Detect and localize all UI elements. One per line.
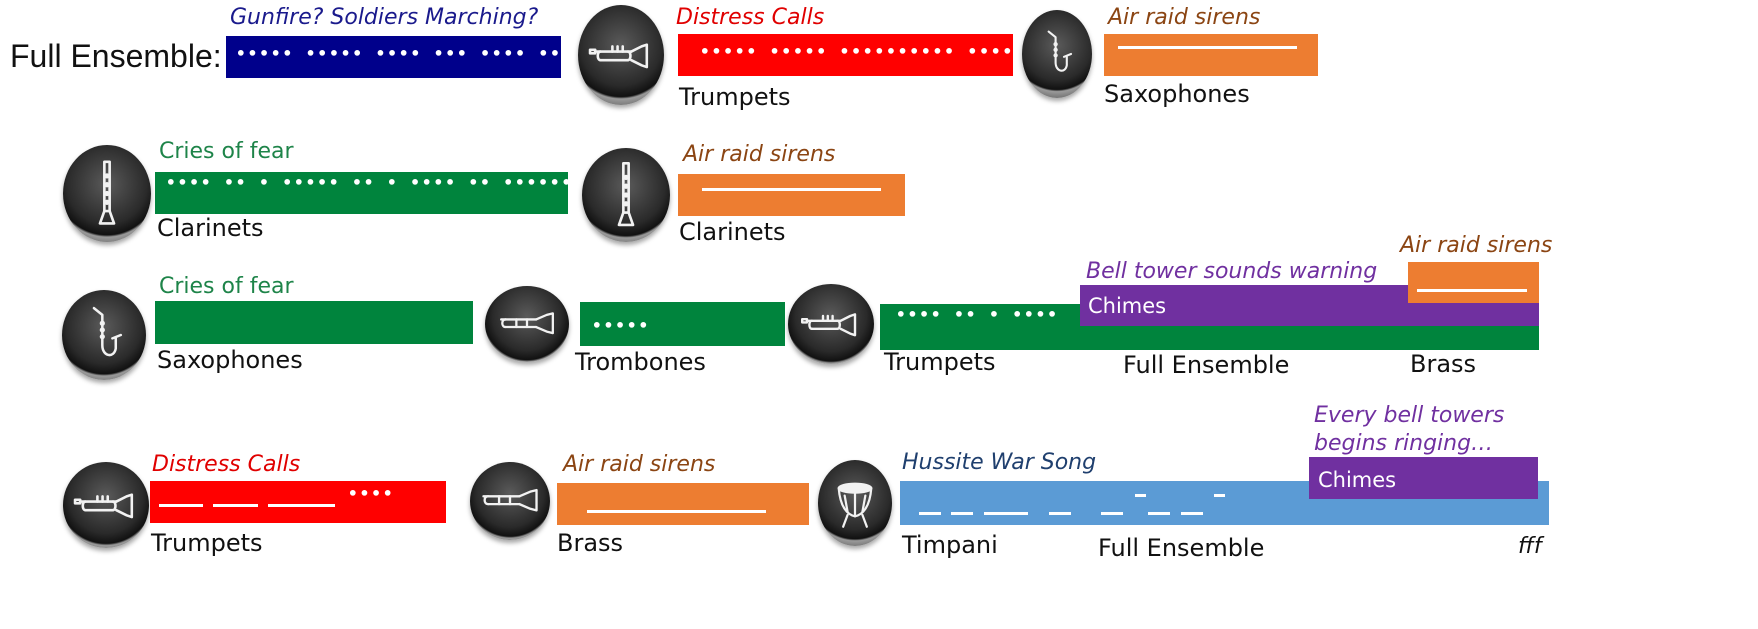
label-brass: Brass [1410,350,1477,378]
timpani-icon [818,460,892,546]
label-full-ensemble: Full Ensemble [1098,534,1265,562]
dash-hussite-1 [919,512,941,515]
note-cries-of-fear: Cries of fear [159,274,294,299]
note-distress-calls: Distress Calls [676,5,825,30]
dash-hussite-3 [984,512,1028,515]
bar-air-raid-sirens [557,483,809,525]
dots-cries-of-fear: •••• •• • ••••• •• • •••• •• •••••••• [166,173,597,192]
bar-air-raid-sirens [1408,262,1539,303]
bar-trombones [580,302,785,346]
dash-distress-2 [213,504,258,507]
dots-distress-calls: •••• [348,484,395,503]
dash-distress-1 [159,504,203,507]
note-bell-tower: Bell tower sounds warning [1086,259,1378,284]
note-gunfire: Gunfire? Soldiers Marching? [230,5,539,30]
dash-hussite-7 [1181,512,1203,515]
dash-distress-3 [268,504,335,507]
line-air-raid-sirens [1417,289,1527,292]
label-trombones: Trombones [575,348,706,376]
label-saxophones: Saxophones [157,346,303,374]
label-timpani: Timpani [902,531,998,559]
note-hussite-war-song: Hussite War Song [902,450,1097,475]
label-clarinets: Clarinets [679,218,786,246]
bar-distress-calls [678,34,1013,76]
bar-gunfire [226,36,561,78]
label-chimes: Chimes [1088,294,1167,318]
note-air-raid-sirens: Air raid sirens [683,142,836,167]
bar-cries-of-fear [155,172,568,214]
label-full-ensemble: Full Ensemble [1123,351,1290,379]
line-air-raid-sirens [587,510,766,513]
dots-distress-calls: ••••• ••••• •••••••••• •••••• [700,42,1038,61]
label-trumpets: Trumpets [151,529,263,557]
page-title: Full Ensemble: [10,38,222,74]
label-brass: Brass [557,529,624,557]
note-air-raid-sirens: Air raid sirens [1400,233,1553,258]
trombone-icon [470,462,550,540]
dynamic-marking: fff [1518,534,1542,559]
bar-air-raid-sirens [678,174,905,216]
dash-hussite-5 [1101,512,1123,515]
dots-trombones: ••••• [592,316,651,335]
label-chimes: Chimes [1318,468,1397,492]
dash-hussite-6 [1148,512,1170,515]
trumpet-icon [788,284,874,364]
bar-cries-of-fear [155,301,473,344]
bar-air-raid-sirens [1104,34,1318,76]
clarinet-icon [63,145,151,242]
label-trumpets: Trumpets [679,83,791,111]
saxophone-icon [62,290,146,380]
bar-chimes [1309,457,1538,499]
saxophone-icon [1022,10,1092,98]
note-cries-of-fear: Cries of fear [159,139,294,164]
label-clarinets: Clarinets [157,214,264,242]
trumpet-icon [63,462,149,548]
note-distress-calls: Distress Calls [152,452,301,477]
note-air-raid-sirens: Air raid sirens [1108,5,1261,30]
bar-distress-calls [150,481,446,523]
dots-trumpets: •••• •• • •••• [896,305,1059,324]
label-saxophones: Saxophones [1104,80,1250,108]
note-air-raid-sirens: Air raid sirens [563,452,716,477]
dots-gunfire: ••••• ••••• •••• ••• •••• ••• [236,44,574,63]
trumpet-icon [578,5,664,105]
trombone-icon [485,286,569,362]
dash-hussite-high-1 [1135,494,1146,497]
label-trumpets: Trumpets [884,348,996,376]
dash-hussite-4 [1049,512,1071,515]
dash-hussite-2 [951,512,973,515]
note-every-bell-towers: Every bell towers begins ringing… [1314,403,1505,456]
clarinet-icon [582,148,670,242]
line-air-raid-sirens [702,188,881,191]
line-air-raid-sirens [1118,46,1297,49]
dash-hussite-high-2 [1214,494,1225,497]
